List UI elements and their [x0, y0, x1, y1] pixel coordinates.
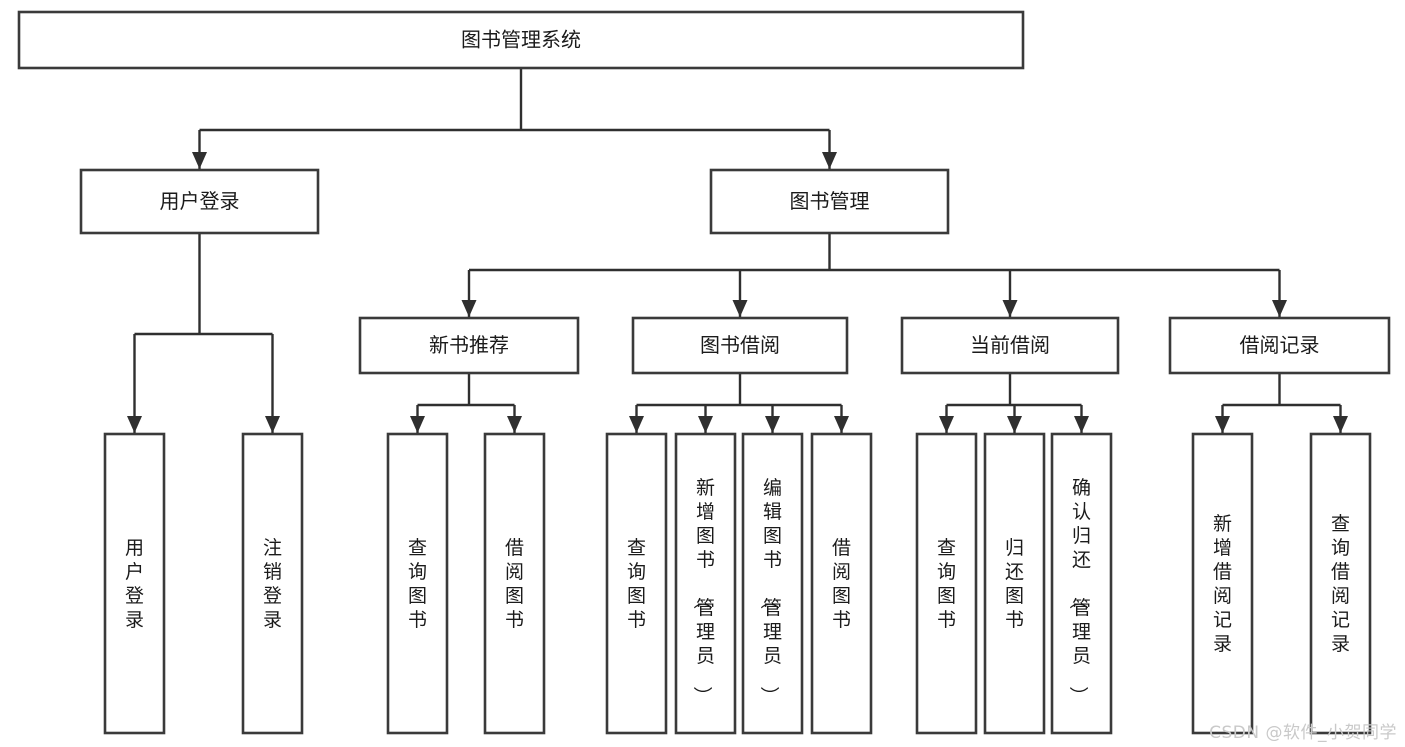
diagram-node-leaf-10[interactable]: 确认归还（管理员） — [1050, 432, 1113, 735]
diagram-node-root-0[interactable]: 图书管理系统 — [17, 10, 1025, 70]
node-box — [709, 168, 950, 235]
arrow-down-icon — [765, 416, 780, 433]
node-box — [386, 432, 449, 735]
node-label: 新增借阅记录 — [1213, 513, 1232, 655]
node-box — [605, 432, 668, 735]
node-box — [1191, 432, 1254, 735]
node-label: 查询图书 — [937, 537, 956, 631]
diagram-node-leaf-11[interactable]: 新增借阅记录 — [1191, 432, 1254, 735]
arrow-down-icon — [1272, 300, 1287, 317]
arrow-down-icon — [732, 300, 748, 317]
node-label: 查询图书 — [627, 537, 646, 631]
arrow-down-icon — [1002, 300, 1018, 317]
arrow-down-icon — [461, 300, 477, 317]
arrow-down-icon — [1215, 416, 1230, 433]
node-label: 查询图书 — [408, 537, 427, 631]
node-label: 注销登录 — [263, 537, 282, 631]
diagram-node-leaf-0[interactable]: 用户登录 — [103, 432, 166, 735]
node-box — [241, 432, 304, 735]
diagram-node-level2-0[interactable]: 新书推荐 — [358, 316, 580, 375]
arrow-down-icon — [629, 416, 644, 433]
arrow-down-icon — [1074, 416, 1089, 433]
node-box — [741, 432, 804, 735]
node-box — [915, 432, 978, 735]
node-label: 查询借阅记录 — [1331, 513, 1350, 655]
node-label: 用户登录 — [160, 189, 240, 213]
arrow-down-icon — [127, 416, 142, 433]
node-label: 图书借阅 — [700, 333, 780, 357]
node-label: 归还图书 — [1005, 537, 1024, 631]
csdn-watermark: CSDN @软件_小贺同学 — [1209, 723, 1397, 743]
node-label: 当前借阅 — [970, 333, 1050, 357]
diagram-node-level1-0[interactable]: 用户登录 — [79, 168, 320, 235]
diagram-node-leaf-1[interactable]: 注销登录 — [241, 432, 304, 735]
diagram-node-level2-1[interactable]: 图书借阅 — [631, 316, 849, 375]
arrow-down-icon — [192, 152, 207, 169]
diagram-node-level2-3[interactable]: 借阅记录 — [1168, 316, 1391, 375]
node-label: 图书管理系统 — [461, 28, 581, 52]
diagram-node-leaf-3[interactable]: 借阅图书 — [483, 432, 546, 735]
node-box — [17, 10, 1025, 70]
diagram-node-leaf-7[interactable]: 借阅图书 — [810, 432, 873, 735]
arrow-down-icon — [834, 416, 849, 433]
node-box — [358, 316, 580, 375]
node-label: 新书推荐 — [429, 333, 509, 357]
diagram-node-leaf-8[interactable]: 查询图书 — [915, 432, 978, 735]
arrow-down-icon — [1007, 416, 1022, 433]
node-label: 编辑图书（管理员） — [758, 477, 782, 705]
node-box — [1168, 316, 1391, 375]
node-box — [483, 432, 546, 735]
diagram-node-leaf-2[interactable]: 查询图书 — [386, 432, 449, 735]
arrow-down-icon — [939, 416, 954, 433]
node-box — [103, 432, 166, 735]
connector-layer — [127, 68, 1348, 433]
diagram-node-leaf-6[interactable]: 编辑图书（管理员） — [741, 432, 804, 735]
diagram-node-level2-2[interactable]: 当前借阅 — [900, 316, 1120, 375]
node-label: 新增图书（管理员） — [691, 477, 715, 705]
node-label: 图书管理 — [790, 189, 870, 213]
node-box — [1309, 432, 1372, 735]
diagram-node-level1-1[interactable]: 图书管理 — [709, 168, 950, 235]
arrow-down-icon — [698, 416, 713, 433]
node-label: 用户登录 — [125, 537, 144, 631]
node-box — [79, 168, 320, 235]
node-box — [631, 316, 849, 375]
diagram-node-leaf-9[interactable]: 归还图书 — [983, 432, 1046, 735]
diagram-node-leaf-4[interactable]: 查询图书 — [605, 432, 668, 735]
arrow-down-icon — [1333, 416, 1348, 433]
node-label: 借阅记录 — [1240, 333, 1320, 357]
node-label: 借阅图书 — [505, 537, 524, 631]
node-layer: 图书管理系统用户登录图书管理新书推荐图书借阅当前借阅借阅记录用户登录注销登录查询… — [17, 10, 1391, 735]
node-box — [674, 432, 737, 735]
node-box — [810, 432, 873, 735]
diagram-node-leaf-12[interactable]: 查询借阅记录 — [1309, 432, 1372, 735]
node-box — [983, 432, 1046, 735]
diagram-node-leaf-5[interactable]: 新增图书（管理员） — [674, 432, 737, 735]
arrow-down-icon — [265, 416, 280, 433]
node-label: 确认归还（管理员） — [1067, 477, 1091, 705]
arrow-down-icon — [822, 152, 837, 169]
arrow-down-icon — [410, 416, 425, 433]
arrow-down-icon — [507, 416, 522, 433]
node-box — [900, 316, 1120, 375]
node-label: 借阅图书 — [832, 537, 851, 631]
node-box — [1050, 432, 1113, 735]
